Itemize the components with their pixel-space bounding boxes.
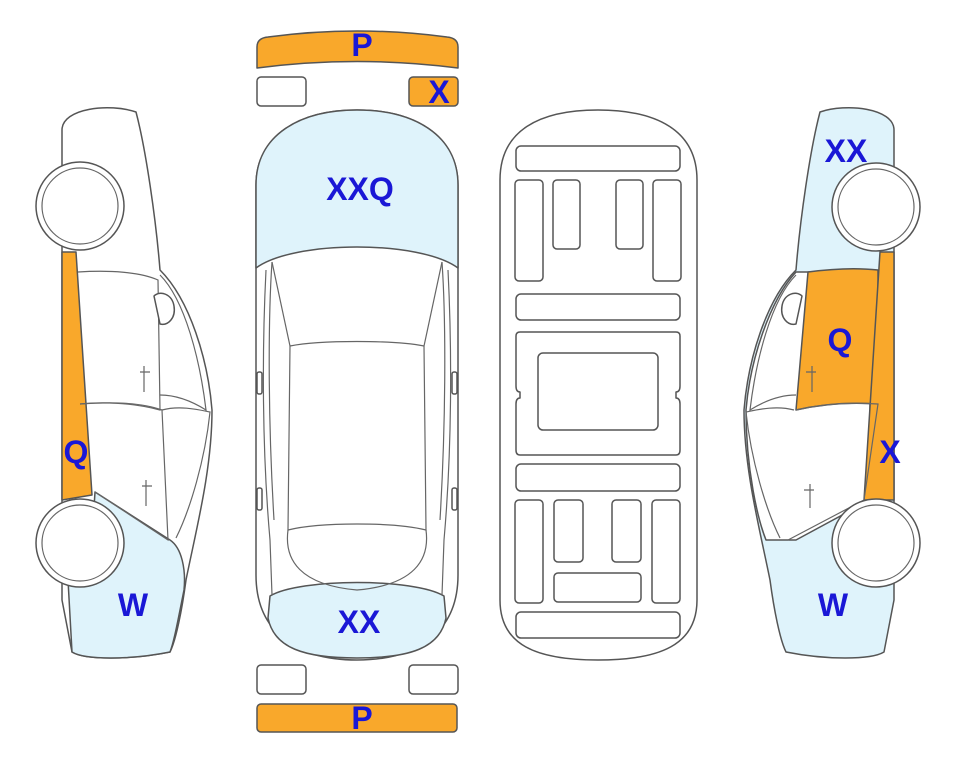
underbody-panel-4 bbox=[615, 179, 644, 250]
left-mirror bbox=[256, 371, 263, 395]
right-side-view bbox=[743, 107, 921, 659]
label-trunk: XX bbox=[338, 604, 381, 640]
left-mirror-shape bbox=[153, 292, 176, 326]
right-pillar-panel[interactable] bbox=[863, 251, 895, 501]
right-a-line bbox=[439, 261, 446, 521]
front-left-corner-panel[interactable] bbox=[256, 76, 307, 107]
top-view-car bbox=[255, 109, 459, 661]
left-front-wheel bbox=[35, 161, 125, 251]
left-front-wheel-inner bbox=[41, 167, 119, 245]
left-side-view bbox=[35, 107, 213, 659]
underbody-center-panel bbox=[537, 352, 659, 431]
right-mirror-shape bbox=[780, 292, 803, 326]
label-front-bumper: P bbox=[351, 27, 372, 63]
hood-panel[interactable] bbox=[255, 109, 459, 269]
rear-right-corner-panel[interactable] bbox=[408, 664, 459, 695]
underbody-panel-12 bbox=[553, 572, 642, 603]
cabin-roof bbox=[287, 345, 427, 531]
underbody-panel-13 bbox=[515, 611, 681, 639]
rear-bumper-panel[interactable] bbox=[256, 703, 458, 733]
right-rear-handle-side bbox=[804, 484, 814, 508]
underbody-panel-10 bbox=[611, 499, 642, 563]
underbody-view bbox=[499, 109, 698, 661]
underbody-panel-5 bbox=[652, 179, 682, 282]
left-rear-window bbox=[161, 407, 211, 539]
underbody-panel-7 bbox=[515, 463, 681, 492]
underbody-panel-9 bbox=[553, 499, 584, 563]
underbody-panel-2 bbox=[514, 179, 544, 282]
right-rear-handle bbox=[451, 487, 458, 511]
right-rear-wheel-inner bbox=[837, 504, 915, 582]
label-right-pillar: X bbox=[879, 434, 901, 470]
label-hood: XXQ bbox=[326, 171, 394, 207]
left-front-handle bbox=[140, 366, 150, 392]
left-rear-wheel bbox=[35, 498, 125, 588]
left-rear-door bbox=[79, 402, 169, 542]
right-rear-door bbox=[787, 402, 879, 541]
label-left-pillar: Q bbox=[64, 434, 89, 470]
left-window bbox=[159, 274, 207, 412]
underbody-panel-11 bbox=[651, 499, 681, 604]
label-left-rear-quarter: W bbox=[118, 587, 149, 623]
left-pillar-panel[interactable] bbox=[61, 251, 93, 501]
front-bumper-panel[interactable] bbox=[256, 30, 459, 69]
underbody-panel-1 bbox=[515, 145, 681, 172]
left-a-line bbox=[268, 261, 275, 521]
left-rear-handle bbox=[256, 487, 263, 511]
label-front-right-corner: X bbox=[428, 74, 450, 110]
right-rear-wheel bbox=[831, 498, 921, 588]
left-rear-wheel-inner bbox=[41, 504, 119, 582]
front-right-corner-panel[interactable] bbox=[408, 76, 459, 107]
label-right-rear-quarter: W bbox=[818, 587, 849, 623]
windshield bbox=[271, 261, 443, 347]
label-right-front-fender: XX bbox=[825, 133, 868, 169]
right-window bbox=[749, 274, 797, 412]
left-rear-handle-side bbox=[142, 480, 152, 506]
label-rear-bumper: P bbox=[351, 700, 372, 736]
underbody-panel-3 bbox=[552, 179, 581, 250]
underbody-panel-8 bbox=[514, 499, 544, 604]
right-mirror bbox=[451, 371, 458, 395]
label-right-front-door: Q bbox=[828, 322, 853, 358]
left-side-line bbox=[262, 269, 273, 596]
rear-window bbox=[286, 529, 428, 591]
trunk-panel[interactable] bbox=[267, 581, 447, 659]
underbody-panel-6 bbox=[515, 293, 681, 321]
right-front-wheel-inner bbox=[837, 168, 915, 246]
right-front-wheel bbox=[831, 162, 921, 252]
right-front-handle bbox=[806, 366, 816, 392]
right-side-line bbox=[441, 269, 452, 596]
rear-left-corner-panel[interactable] bbox=[256, 664, 307, 695]
right-rear-window bbox=[745, 407, 795, 539]
